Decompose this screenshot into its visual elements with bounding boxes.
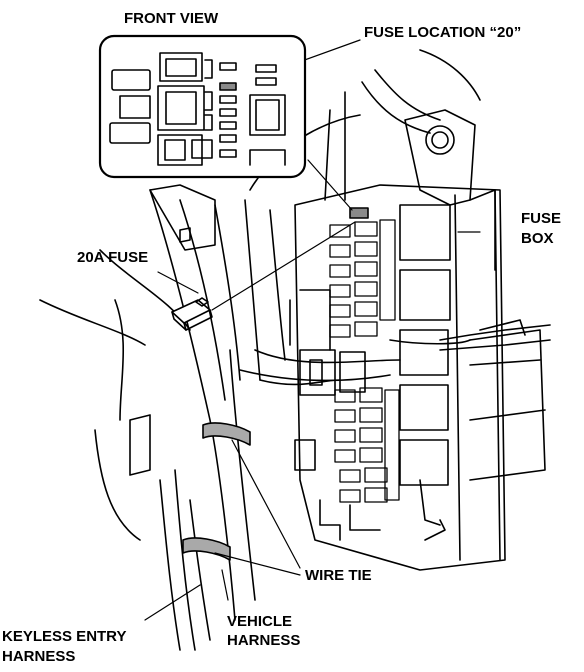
vehicle-harness-label-line2: HARNESS [227,632,301,649]
fuse-box-label-line2: BOX [521,230,554,247]
keyless-entry-label-line2: HARNESS [2,648,76,665]
vehicle-harness-label-line1: VEHICLE [227,613,293,630]
keyless-entry-label-line1: KEYLESS ENTRY [2,628,127,645]
wire-ties [182,422,251,561]
wire-tie-label: WIRE TIE [305,567,372,584]
fuse-location-label: FUSE LOCATION “20” [364,24,522,41]
fuse-20a-label: 20A FUSE [77,249,149,266]
harness-connector [289,289,366,471]
fuse-box-label-line1: FUSE [521,210,562,227]
main-harness [39,184,551,651]
front-view-inset [98,34,307,179]
fuse-20a-icon [171,297,213,331]
fuse-box-body [294,184,546,571]
front-view-label: FRONT VIEW [124,10,219,27]
